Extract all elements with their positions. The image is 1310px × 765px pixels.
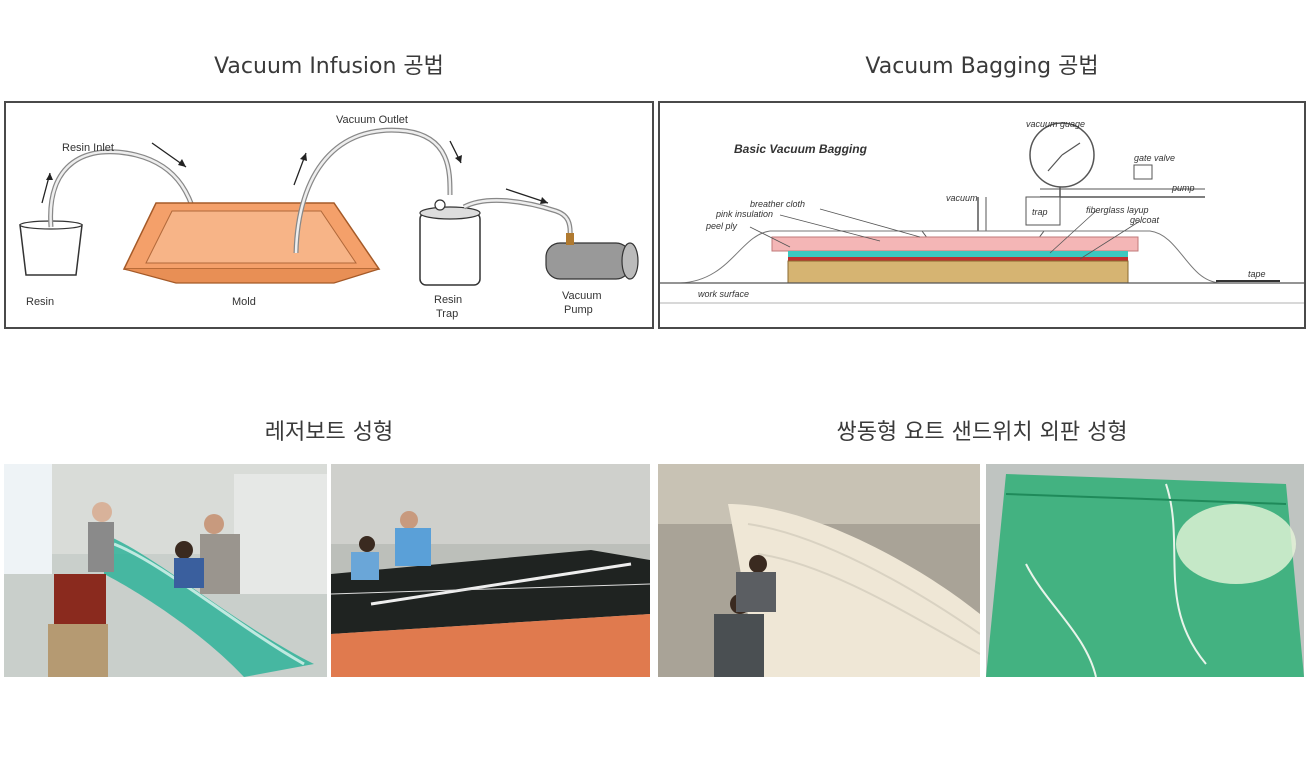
label-fiberglass-layup: fiberglass layup [1086,205,1149,215]
vacuum-bagging-diagram: Basic Vacuum Bagging vacuum guage gate v… [658,101,1306,329]
boat-mold-green [104,534,314,677]
caption-vacuum-bagging: Vacuum Bagging 공법 [865,54,1099,79]
label-resin-trap-2: Trap [436,308,458,320]
label-resin-inlet: Resin Inlet [62,142,114,154]
label-vacuum-guage: vacuum guage [1026,119,1085,129]
red-bucket [54,574,106,629]
label-vacuum-outlet: Vacuum Outlet [336,114,408,126]
photo-catamaran-2 [986,464,1304,677]
photo-laser-boat-1 [4,464,327,677]
label-vacuum-pump-1: Vacuum [562,290,602,302]
orange-base [331,614,650,677]
vacuum-infusion-diagram: Resin Inlet Vacuum Outlet Resin Mold Res… [4,101,654,329]
label-resin-trap-1: Resin [434,294,462,306]
resin-bucket-icon [19,224,83,276]
label-gate-valve: gate valve [1134,153,1175,163]
bagging-svg: Basic Vacuum Bagging vacuum guage gate v… [660,119,1304,304]
trap-icon [1025,196,1061,226]
infusion-svg: Resin Inlet Vacuum Outlet Resin Mold Res… [19,114,639,320]
label-breather-cloth: breather cloth [750,199,805,209]
label-pump: pump [1171,183,1195,193]
fiberglass-layer [788,251,1128,257]
label-trap: trap [1032,207,1048,217]
caption-laser-boat: 레저보트 성형 [264,420,394,445]
label-gelcoat: gelcoat [1130,215,1160,225]
vacuum-pump-icon [545,242,631,280]
label-pink-insulation: pink insulation [715,209,773,219]
label-vacuum-pump-2: Pump [564,304,593,316]
pink-insulation-layer [771,236,1139,252]
hull-sandwich [728,504,980,677]
label-work-surface: work surface [698,289,749,299]
black-mold [331,550,650,634]
photo-laser-boat-2 [331,464,650,677]
label-peel-ply: peel ply [705,221,738,231]
resin-trap-icon [419,212,481,286]
label-resin: Resin [26,296,54,308]
label-tape: tape [1248,269,1266,279]
caption-catamaran: 쌍동형 요트 샌드위치 외판 성형 [836,420,1128,445]
label-vacuum: vacuum [946,193,978,203]
mold-block [787,260,1129,284]
bagging-title: Basic Vacuum Bagging [734,142,868,156]
gauge-icon [434,199,446,211]
photo-catamaran-1 [658,464,980,677]
gelcoat-layer [788,257,1128,261]
vacuum-bag-outline [679,230,1221,284]
label-mold: Mold [232,296,256,308]
gate-valve-icon [1133,164,1153,180]
caption-vacuum-infusion: Vacuum Infusion 공법 [214,54,444,79]
